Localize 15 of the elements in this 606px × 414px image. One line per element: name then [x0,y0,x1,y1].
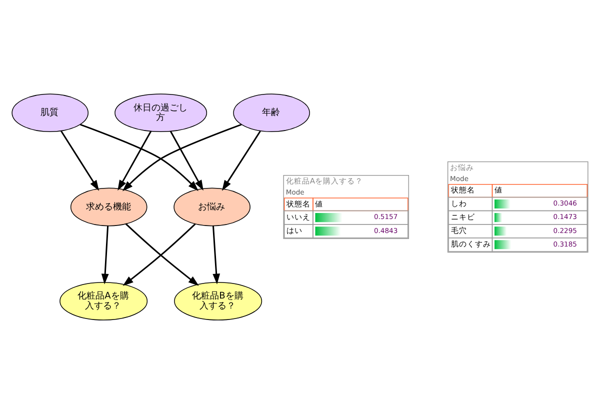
node-ellipse: 休日の過ごし方 [114,94,208,132]
arrow [60,130,100,191]
arrow [222,130,261,191]
arrow [122,124,242,192]
arrow [80,124,199,192]
node-ellipse: 化粧品Aを購入する？ [60,282,148,320]
arrow [212,226,220,284]
node-ellipse: 肌質 [12,94,89,132]
node-ellipse: 化粧品Bを購入する？ [174,282,262,320]
node-ellipse: 年齢 [233,94,310,132]
arrow [170,130,204,191]
node-ellipse: 求める機能 [70,188,148,226]
arrow [118,130,152,191]
arrow [101,226,109,284]
node-ellipse: お悩み [174,188,250,226]
